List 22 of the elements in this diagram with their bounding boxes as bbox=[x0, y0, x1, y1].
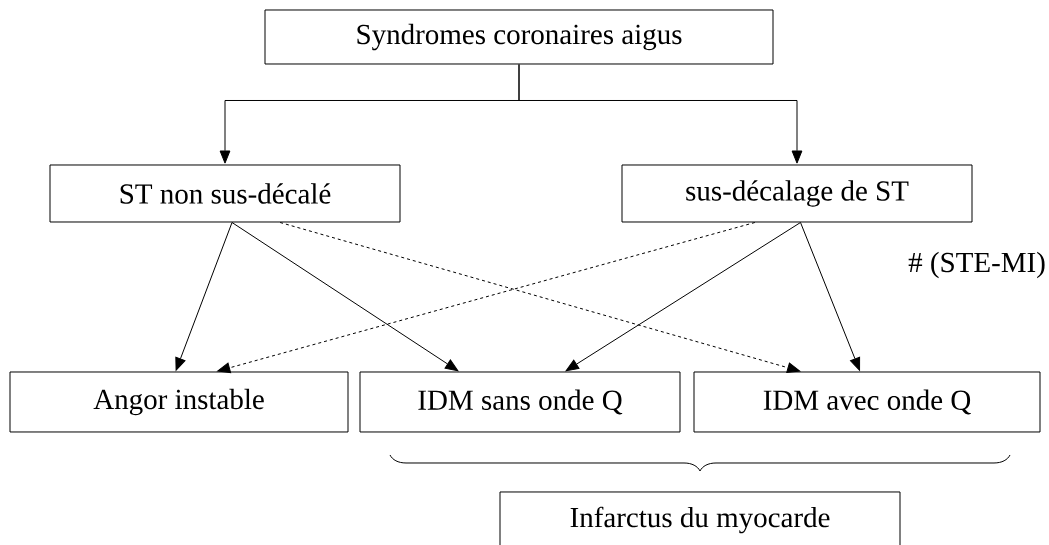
arrow bbox=[518, 64, 803, 164]
label-box bbox=[359, 371, 681, 433]
arrow bbox=[279, 222, 801, 373]
box-text: IDM avec onde Q bbox=[763, 389, 971, 415]
arrow bbox=[217, 222, 756, 374]
box-text: sus-décalage de ST bbox=[686, 180, 909, 207]
label-box bbox=[9, 371, 349, 433]
label-box bbox=[621, 164, 973, 223]
box-text: IDM sans onde Q bbox=[418, 389, 623, 415]
label-box bbox=[264, 9, 774, 65]
arrow bbox=[175, 222, 233, 371]
arrow bbox=[800, 222, 861, 371]
arrow bbox=[231, 222, 459, 372]
arrow bbox=[565, 222, 801, 372]
box-text: ST non sus-décalé bbox=[120, 183, 331, 204]
label-box bbox=[693, 371, 1041, 433]
box-text: Angor instable bbox=[93, 388, 264, 416]
label-box bbox=[499, 491, 901, 545]
box-text: Syndromes coronaires aigus bbox=[357, 23, 682, 51]
label-box bbox=[49, 164, 401, 223]
annotation: # (STE-MI) bbox=[908, 251, 1045, 279]
box-text: Infarctus du myocarde bbox=[570, 506, 830, 534]
